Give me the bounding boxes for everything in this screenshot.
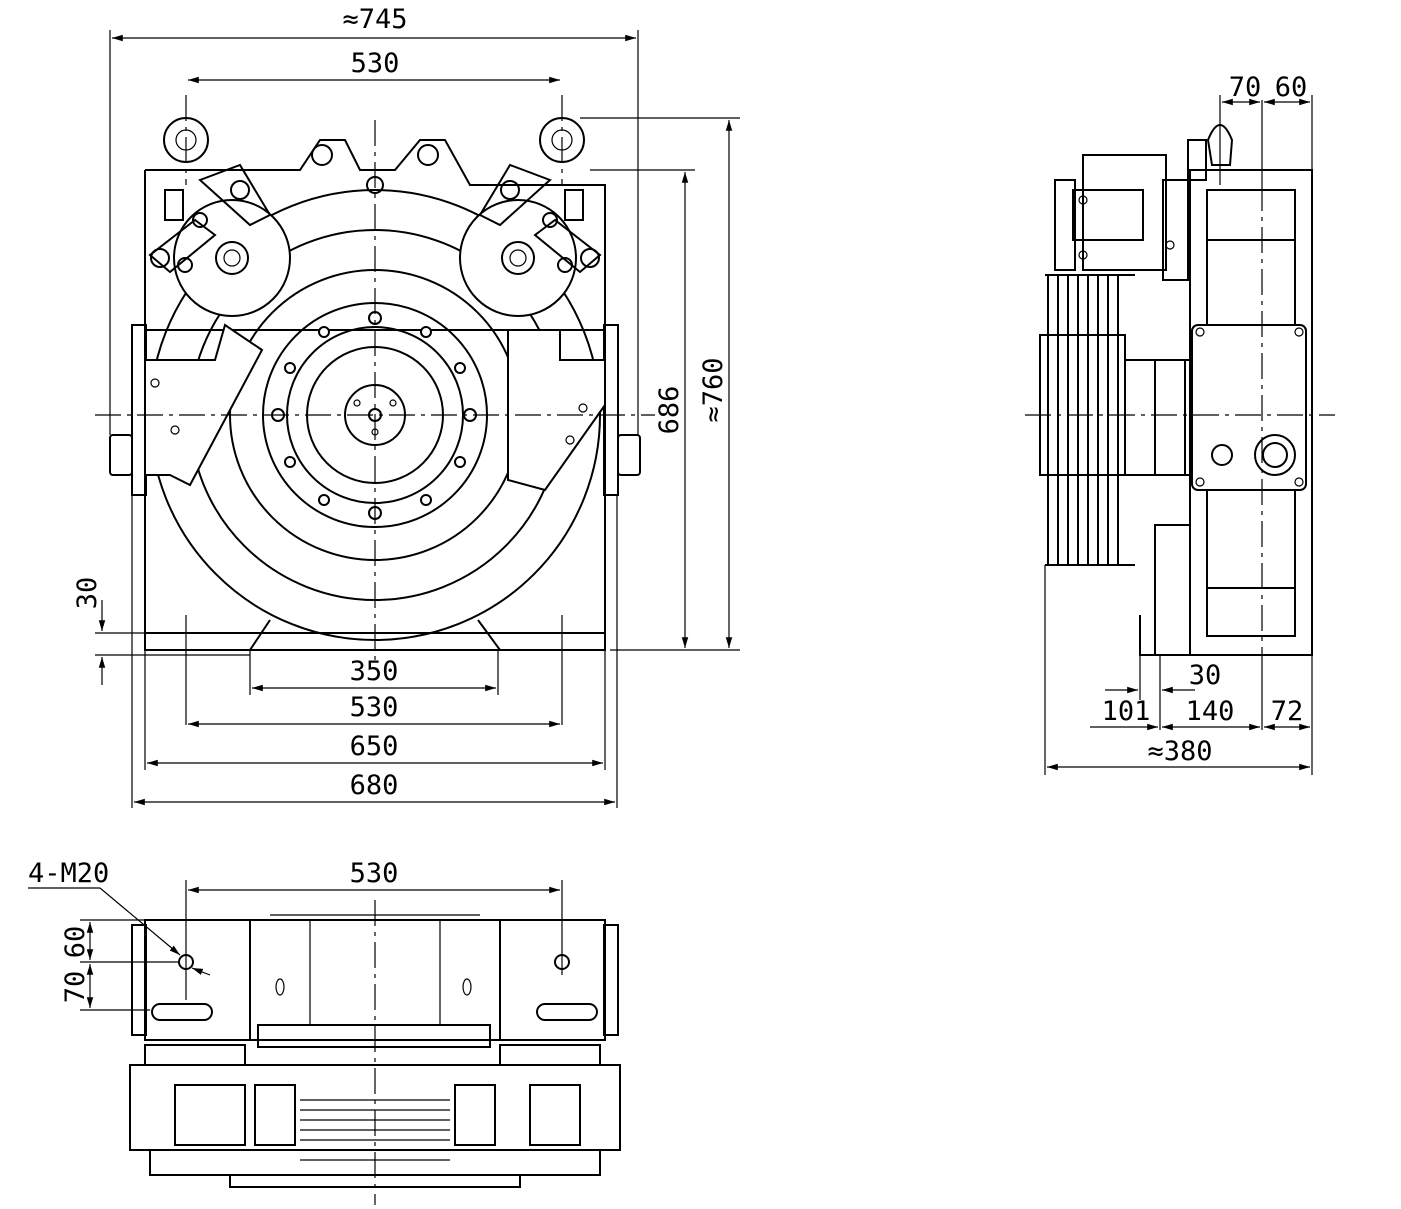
dim-bottom-bolt-spacing: 530 [350, 858, 399, 889]
front-view: ≈745 530 686 ≈760 30 350 530 650 680 [72, 4, 740, 808]
dim-lift-eye-spacing: 530 [351, 48, 400, 79]
dim-height-overall: ≈760 [698, 357, 729, 422]
bottom-view: 530 4-M20 60 70 [28, 858, 621, 1205]
dim-bottom-70: 70 [60, 971, 91, 1004]
thread-callout: 4-M20 [28, 858, 109, 889]
dim-base-offset: 30 [72, 577, 103, 610]
dim-side-140: 140 [1186, 696, 1235, 727]
dim-base-width: 650 [350, 731, 399, 762]
dim-width-overall: ≈745 [342, 4, 407, 35]
dim-side-101: 101 [1102, 696, 1151, 727]
dim-bolt-spacing: 530 [350, 692, 399, 723]
dim-side-depth-overall: ≈380 [1147, 736, 1212, 767]
dim-frame-width: 680 [350, 770, 399, 801]
dim-height-686: 686 [654, 386, 685, 435]
dim-foot-gap: 350 [350, 656, 399, 687]
side-view: 70 60 30 101 140 72 ≈380 [1025, 72, 1335, 775]
dim-side-30: 30 [1189, 660, 1222, 691]
dim-bottom-60: 60 [60, 926, 91, 959]
dim-side-60-top: 60 [1275, 72, 1308, 103]
dim-side-72: 72 [1271, 696, 1304, 727]
dim-side-70-top: 70 [1229, 72, 1262, 103]
